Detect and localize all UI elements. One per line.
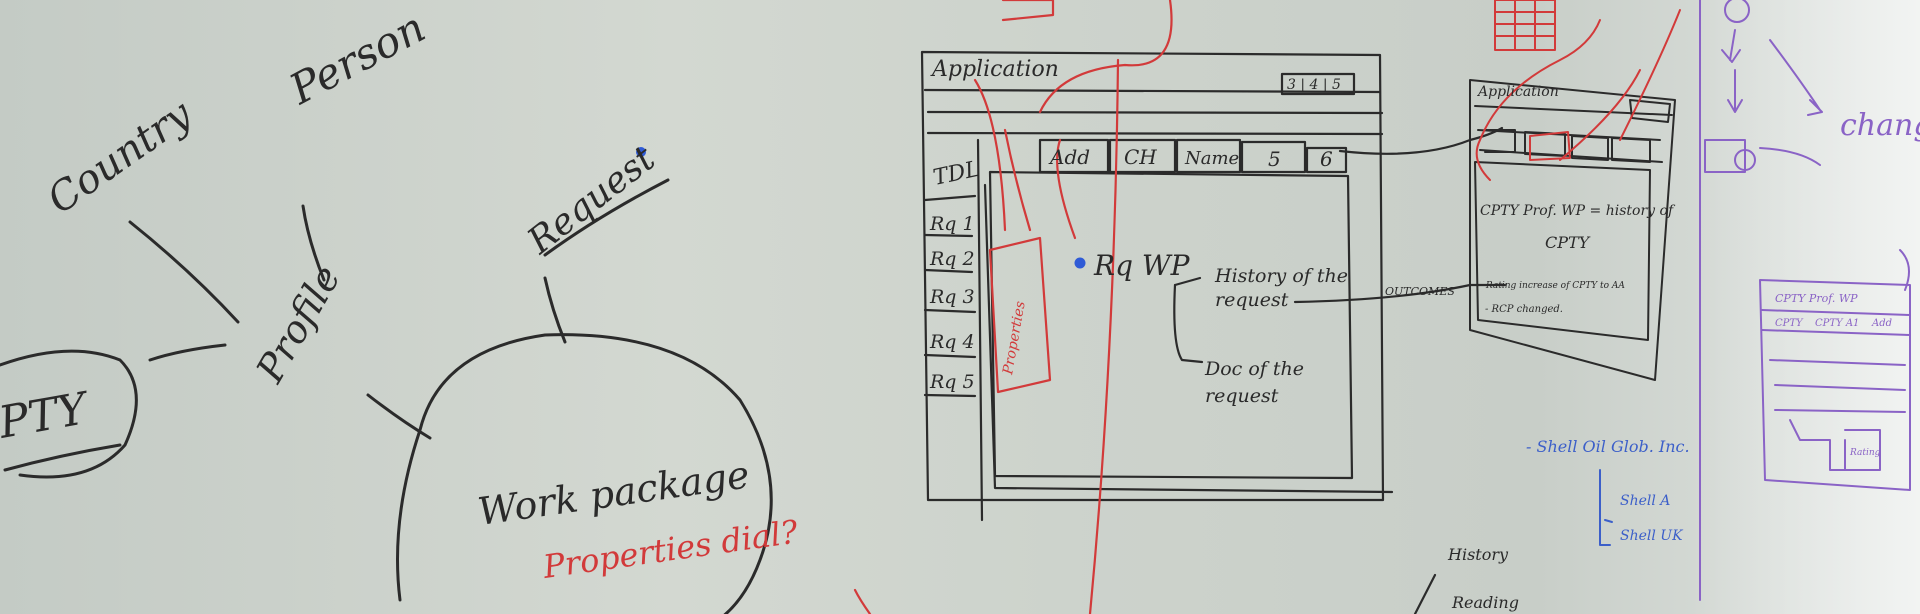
title-buttons-box bbox=[1280, 72, 1356, 96]
right-note-line3: - Rating increase of CPTY to AA bbox=[1480, 281, 1625, 291]
request-label: Request bbox=[520, 138, 664, 263]
pty-circle bbox=[0, 349, 138, 479]
pty-label: PTY bbox=[0, 383, 94, 449]
title-buttons: 3 | 4 | 5 bbox=[1287, 77, 1341, 93]
side-list-divider bbox=[976, 138, 984, 522]
side-item-1: Rq 1 bbox=[929, 213, 975, 235]
right-inner-panel bbox=[1474, 161, 1651, 341]
mini-tab-1: CPTY bbox=[1775, 318, 1804, 329]
mini-tab-2: CPTY A1 bbox=[1815, 318, 1859, 329]
tab-5: 6 bbox=[1320, 147, 1333, 171]
history-label-1: History of the bbox=[1214, 265, 1348, 287]
shell-b-note: Shell UK bbox=[1620, 528, 1684, 544]
shell-a-note: Shell A bbox=[1620, 493, 1670, 509]
profile-to-wp-line bbox=[366, 393, 432, 440]
mindmap-labels: Country Person Profile Request PTY Work … bbox=[0, 2, 801, 586]
right-note-line1: CPTY Prof. WP = history of bbox=[1480, 203, 1676, 219]
profile-to-pty-line bbox=[148, 343, 227, 362]
pty-underline bbox=[3, 443, 122, 472]
rq-wp-label: Rq WP bbox=[1093, 249, 1191, 282]
work-package-circle bbox=[396, 333, 773, 614]
outcomes-label: OUTCOMES bbox=[1385, 285, 1455, 298]
reading-note: Reading bbox=[1451, 593, 1519, 612]
doc-label-2: request bbox=[1205, 385, 1279, 407]
mini-window-title: CPTY Prof. WP bbox=[1775, 292, 1858, 305]
wireframe-labels: Application 3 | 4 | 5 Add CH Name 5 6 TD… bbox=[929, 57, 1455, 407]
app-toolbar-line bbox=[926, 131, 1384, 136]
mini-window bbox=[1759, 279, 1911, 491]
tab-4: 5 bbox=[1268, 147, 1281, 171]
side-item-4: Rq 4 bbox=[929, 331, 975, 353]
history-label-2: request bbox=[1215, 289, 1289, 311]
mini-tab-3: Add bbox=[1871, 318, 1892, 329]
properties-dial-label: Properties dial? bbox=[540, 512, 801, 586]
right-window-title: Application bbox=[1476, 84, 1559, 100]
doc-label-1: Doc of the bbox=[1204, 358, 1304, 380]
inner-panel bbox=[983, 183, 1394, 494]
right-window-frame bbox=[1469, 79, 1676, 381]
side-item-5: Rq 5 bbox=[929, 371, 975, 393]
history-note: History bbox=[1447, 545, 1509, 564]
change-label: change bbox=[1840, 108, 1920, 143]
person-label: Person bbox=[281, 2, 433, 114]
side-item-2: Rq 2 bbox=[929, 248, 975, 270]
purple-box bbox=[1704, 139, 1746, 173]
mini-box-label: Rating bbox=[1849, 448, 1881, 458]
person-to-profile-line bbox=[301, 204, 326, 282]
blue-dot-request bbox=[636, 147, 646, 157]
right-note-line4: - RCP changed. bbox=[1485, 304, 1563, 315]
side-item-3: Rq 3 bbox=[929, 286, 975, 308]
main-content-panel bbox=[988, 170, 1354, 480]
app-window-frame bbox=[920, 50, 1385, 502]
right-note-line2: CPTY bbox=[1545, 233, 1591, 252]
request-underline bbox=[543, 178, 670, 257]
right-sketch-labels: Application CPTY Prof. WP = history of C… bbox=[1476, 84, 1676, 315]
blue-dot-rqwp bbox=[1074, 257, 1086, 269]
window-title: Application bbox=[930, 57, 1059, 82]
red-table-grid bbox=[1494, 0, 1556, 51]
country-label: Country bbox=[39, 91, 201, 224]
tab-3: Name bbox=[1184, 148, 1239, 169]
bottom-notes: History Reading - Shell Oil Glob. Inc. S… bbox=[1447, 437, 1690, 612]
far-right-labels: change CPTY Prof. WP CPTY CPTY A1 Add Ra… bbox=[1775, 108, 1920, 458]
todo-label: TDL bbox=[931, 157, 982, 191]
country-to-profile-line bbox=[128, 220, 240, 324]
tab-2: CH bbox=[1124, 145, 1157, 169]
app-titlebar-line bbox=[923, 88, 1382, 94]
tab-1: Add bbox=[1048, 145, 1090, 169]
shell-note: - Shell Oil Glob. Inc. bbox=[1526, 437, 1690, 456]
red-properties-panel bbox=[988, 236, 1052, 394]
profile-label: Profile bbox=[247, 258, 349, 391]
request-to-wp-line bbox=[543, 276, 567, 344]
app-menubar-line bbox=[926, 110, 1384, 115]
red-panel-label: Properties bbox=[1000, 300, 1029, 377]
work-package-label: Work package bbox=[475, 452, 752, 534]
